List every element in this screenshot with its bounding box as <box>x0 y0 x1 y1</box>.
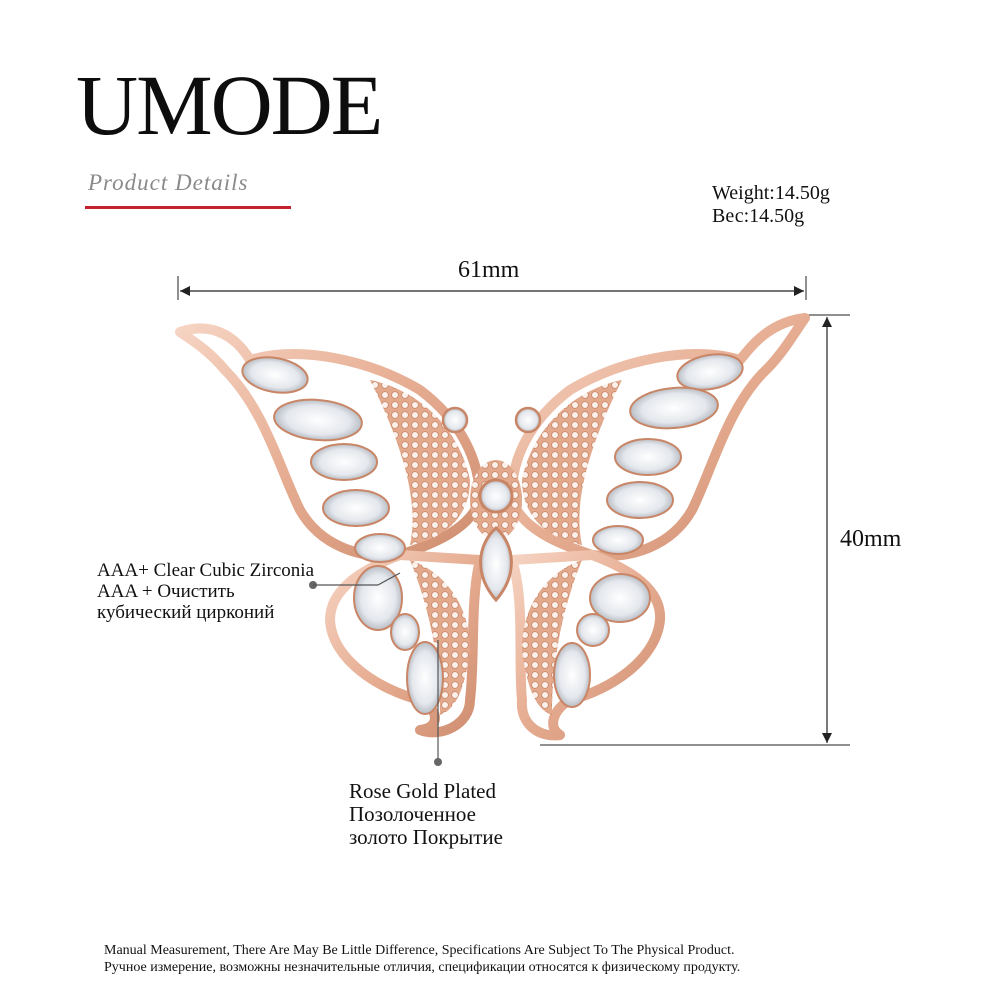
plating-label-en: Rose Gold Plated <box>349 779 496 803</box>
footer-note-en: Manual Measurement, There Are May Be Lit… <box>104 943 735 958</box>
width-label: 61mm <box>458 257 520 283</box>
brand-logo: UMODE <box>76 57 383 153</box>
stone-callout-leader <box>309 572 401 589</box>
stone-label-en: AAA+ Clear Cubic Zirconia <box>97 560 315 581</box>
butterfly-brooch <box>175 313 810 741</box>
plating-label-ru-1: Позолоченное <box>349 802 476 826</box>
width-dimension <box>177 276 807 300</box>
stone-label-ru-2: кубический цирконий <box>97 602 275 623</box>
subtitle-underline <box>85 206 291 209</box>
plating-callout: Rose Gold Plated Позолоченное золото Пок… <box>349 780 503 849</box>
plating-label-ru-2: золото Покрытие <box>349 825 503 849</box>
product-details-subtitle: Product Details <box>88 170 249 195</box>
stone-callout: AAA+ Clear Cubic Zirconia AAA + Очистить… <box>97 560 314 623</box>
height-label: 40mm <box>840 526 902 552</box>
weight-ru: Вес:14.50g <box>712 205 805 227</box>
footer-note-ru: Ручное измерение, возможны незначительны… <box>104 960 741 975</box>
stone-label-ru-1: AAA + Очистить <box>97 581 235 602</box>
weight-en: Weight:14.50g <box>712 182 830 204</box>
plating-callout-leader <box>434 640 442 766</box>
